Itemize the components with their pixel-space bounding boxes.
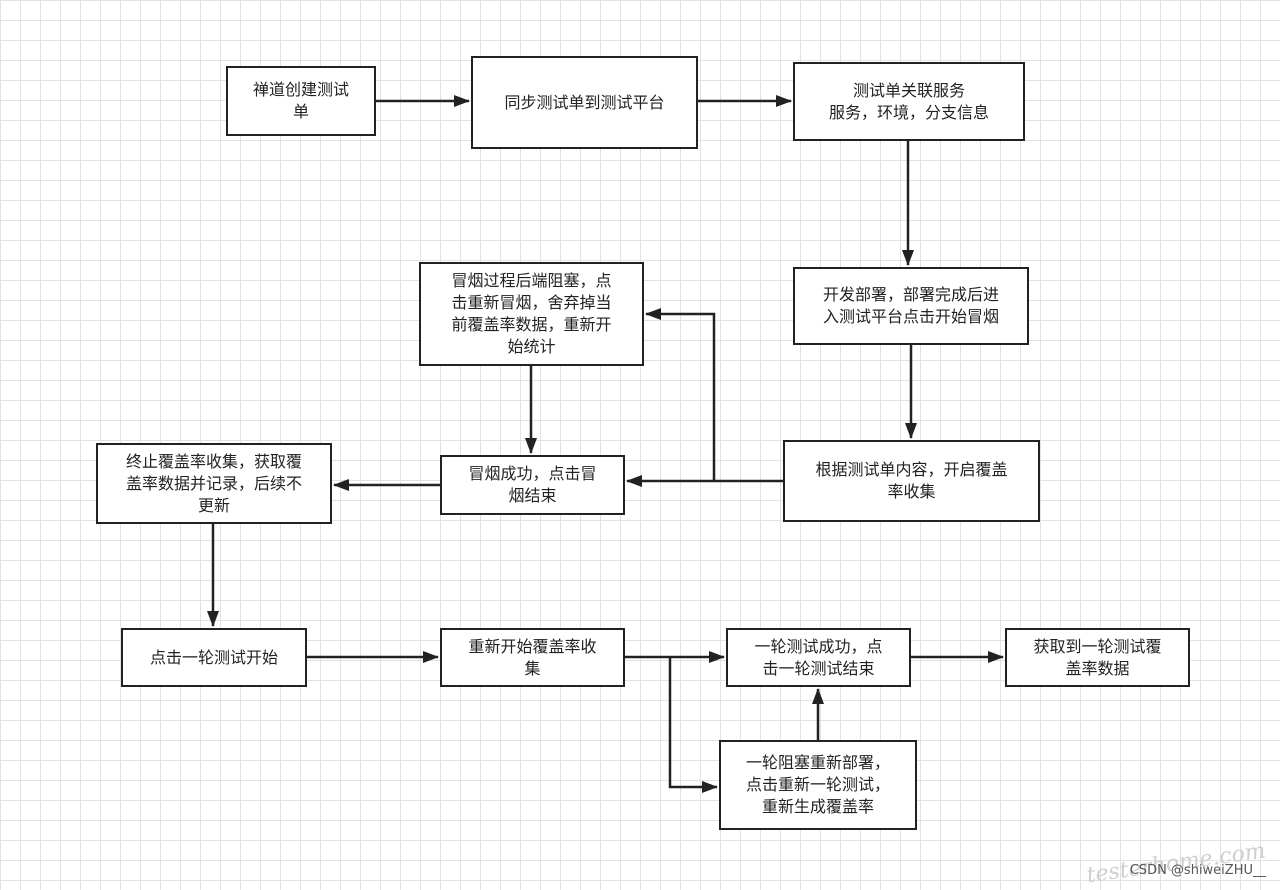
node-create-test-order: 禅道创建测试 单 bbox=[226, 66, 376, 136]
node-smoke-success: 冒烟成功，点击冒 烟结束 bbox=[440, 455, 625, 515]
node-stop-coverage: 终止覆盖率收集，获取覆 盖率数据并记录，后续不 更新 bbox=[96, 443, 332, 524]
node-smoke-blocked: 冒烟过程后端阻塞，点 击重新冒烟，舍弃掉当 前覆盖率数据，重新开 始统计 bbox=[419, 262, 644, 366]
node-dev-deploy: 开发部署，部署完成后进 入测试平台点击开始冒烟 bbox=[793, 267, 1029, 345]
node-link-service: 测试单关联服务 服务，环境，分支信息 bbox=[793, 62, 1025, 141]
node-restart-coverage: 重新开始覆盖率收 集 bbox=[440, 628, 625, 687]
node-round-blocked: 一轮阻塞重新部署， 点击重新一轮测试， 重新生成覆盖率 bbox=[719, 740, 917, 830]
node-get-coverage: 获取到一轮测试覆 盖率数据 bbox=[1005, 628, 1190, 687]
node-sync-to-platform: 同步测试单到测试平台 bbox=[471, 56, 698, 149]
edge-n10-to-n13 bbox=[668, 657, 718, 793]
node-round-start: 点击一轮测试开始 bbox=[121, 628, 307, 687]
node-start-coverage: 根据测试单内容，开启覆盖 率收集 bbox=[783, 440, 1040, 522]
node-round-success: 一轮测试成功，点 击一轮测试结束 bbox=[726, 628, 911, 687]
watermark-csdn: CSDN @shiweiZHU__ bbox=[1129, 863, 1266, 878]
edge-n5-to-n6 bbox=[645, 308, 716, 481]
